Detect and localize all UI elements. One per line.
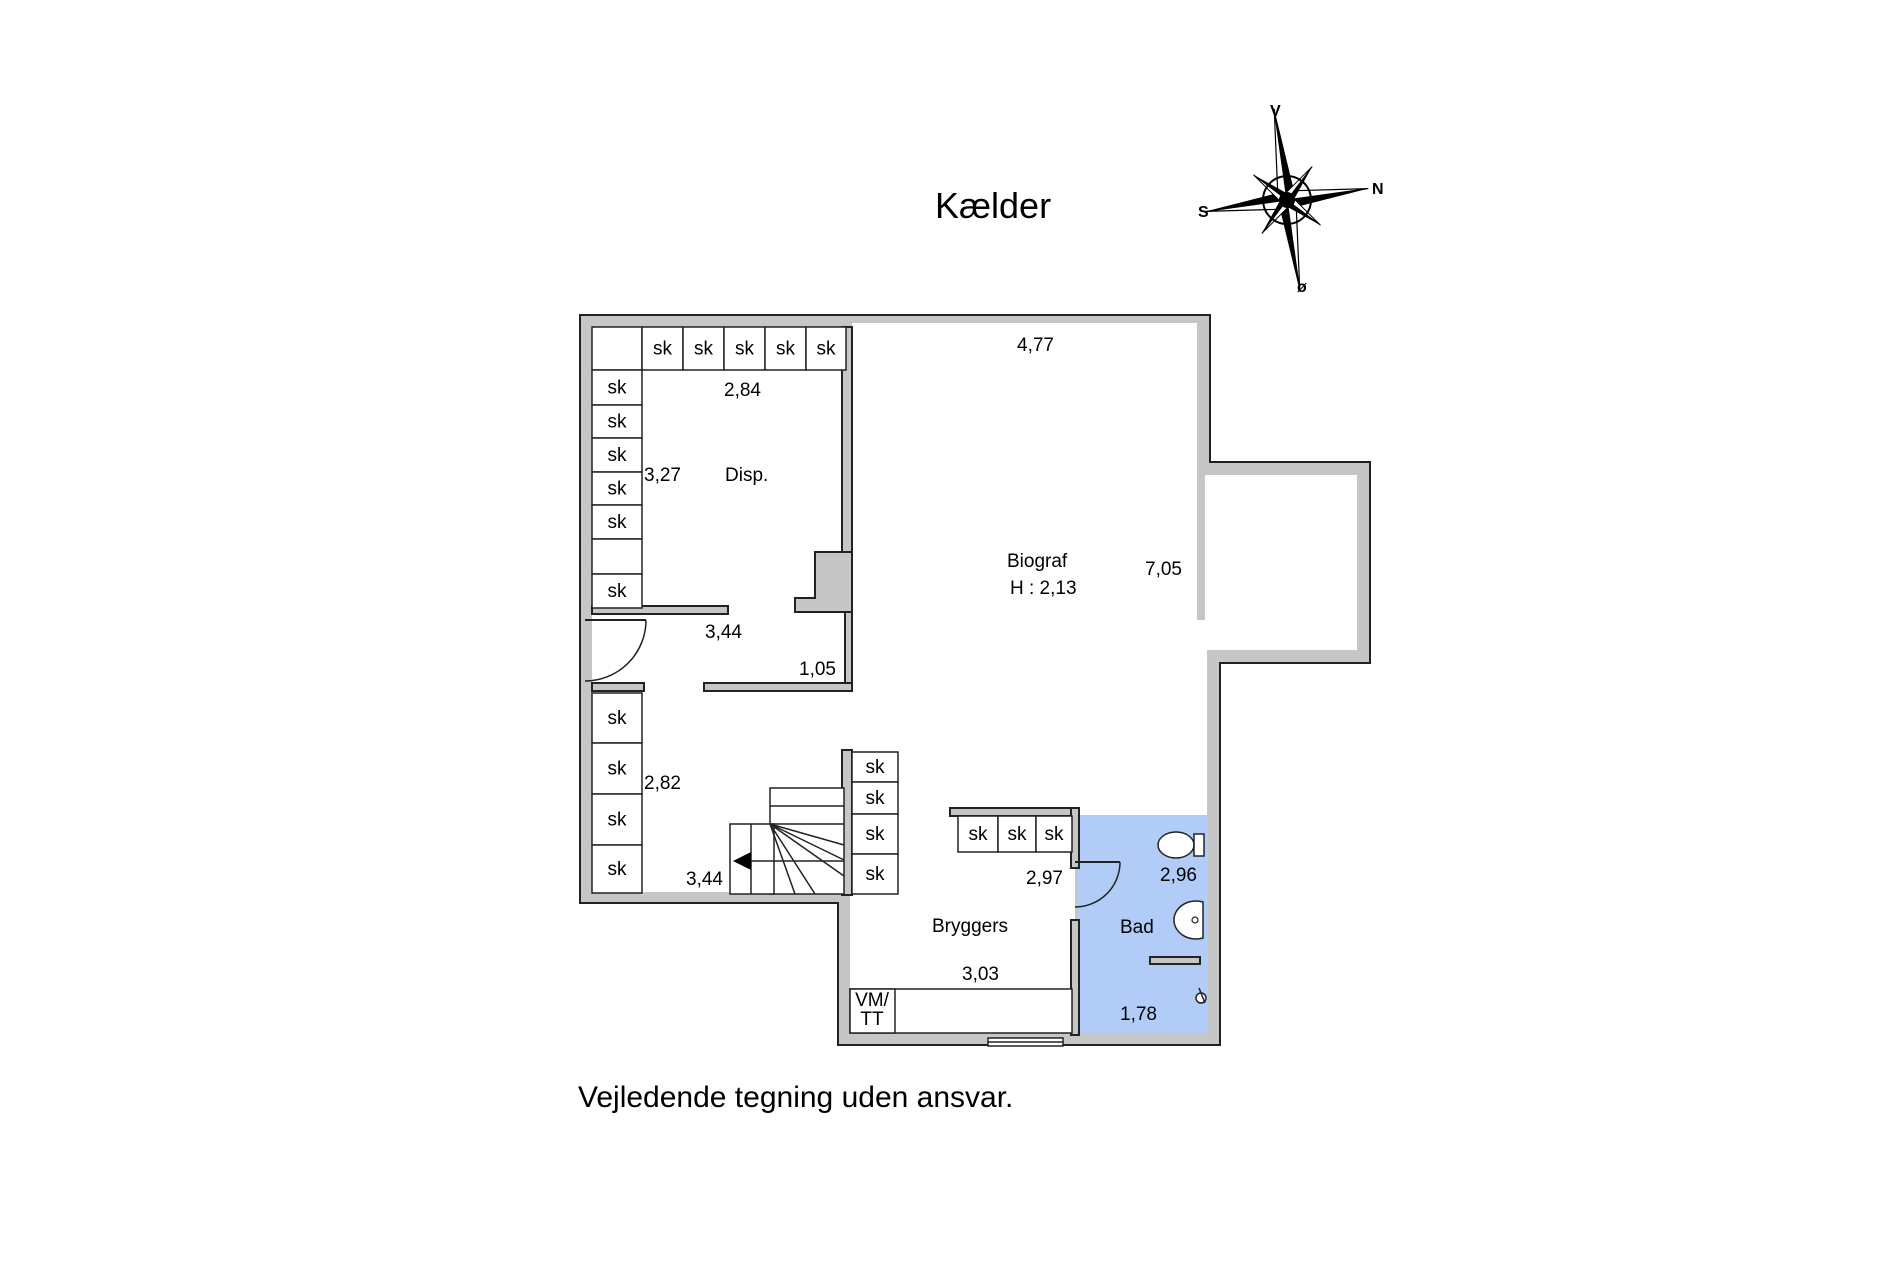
toilet-icon bbox=[1157, 831, 1205, 859]
sink-icon bbox=[1173, 900, 1204, 940]
bad-length: 2,96 bbox=[1160, 865, 1197, 886]
cabinet-label: sk bbox=[608, 708, 628, 729]
compass-bottom-label: ø bbox=[1297, 279, 1307, 296]
cabinet-cell bbox=[764, 326, 807, 371]
cabinet-label: sk bbox=[608, 445, 628, 466]
disclaimer: Vejledende tegning uden ansvar. bbox=[578, 1081, 1013, 1114]
bryggers-width: 3,03 bbox=[962, 964, 999, 985]
cabinet-cell bbox=[851, 781, 899, 815]
disp-length: 3,27 bbox=[644, 465, 681, 486]
cabinet-label: sk bbox=[694, 339, 714, 360]
cabinet-cell bbox=[591, 471, 643, 506]
cabinet-label: sk bbox=[608, 378, 628, 399]
cabinet-label: sk bbox=[817, 339, 837, 360]
compass-top-label: V bbox=[1270, 103, 1281, 120]
cabinet-cell bbox=[591, 326, 643, 371]
cabinet-label: sk bbox=[866, 757, 886, 778]
stair-room-width: 3,44 bbox=[686, 869, 723, 890]
cabinet-label: sk bbox=[866, 824, 886, 845]
cabinet-label: sk bbox=[653, 339, 673, 360]
cabinet-cell bbox=[1035, 815, 1073, 853]
cabinet-cell bbox=[591, 369, 643, 406]
compass-rose-icon bbox=[1205, 108, 1369, 292]
disp-name: Disp. bbox=[725, 465, 768, 486]
cabinet-label: sk bbox=[608, 810, 628, 831]
cabinet-label: sk bbox=[969, 824, 989, 845]
wall-bad-partition bbox=[1149, 956, 1201, 965]
wall-bryggers-north bbox=[949, 807, 1079, 817]
cabinet-cell bbox=[997, 815, 1037, 853]
disp-width: 2,84 bbox=[724, 380, 761, 401]
compass-right-label: N bbox=[1372, 181, 1384, 198]
tt-label: TT bbox=[860, 1009, 884, 1030]
cabinet-cell bbox=[591, 404, 643, 439]
cabinet-label: sk bbox=[1008, 824, 1028, 845]
cabinet-cell bbox=[591, 573, 643, 609]
cabinet-label: sk bbox=[735, 339, 755, 360]
bryggers-length: 2,97 bbox=[1026, 868, 1063, 889]
wall-stair-west bbox=[591, 682, 645, 692]
entry-depth: 1,05 bbox=[799, 659, 836, 680]
cabinet-cell bbox=[591, 692, 643, 744]
cabinet-cell bbox=[591, 844, 643, 894]
staircase[interactable] bbox=[729, 787, 845, 895]
bad-door-swing bbox=[1074, 861, 1121, 908]
vm-label: VM/ bbox=[855, 990, 890, 1011]
biograf-length: 7,05 bbox=[1145, 559, 1182, 580]
bryggers-name: Bryggers bbox=[932, 916, 1008, 937]
biograf-width: 4,77 bbox=[1017, 335, 1054, 356]
cabinet-cell bbox=[957, 815, 999, 853]
cabinet-label: sk bbox=[776, 339, 796, 360]
cabinet-cell bbox=[591, 504, 643, 540]
cabinet-label: sk bbox=[608, 479, 628, 500]
cabinet-label: sk bbox=[608, 512, 628, 533]
cabinet-cell bbox=[682, 326, 725, 371]
cabinet-label: sk bbox=[866, 864, 886, 885]
wall-entry-east bbox=[844, 611, 853, 689]
cabinet-label: sk bbox=[866, 788, 886, 809]
cabinet-label: sk bbox=[608, 581, 628, 602]
page-title: Kælder bbox=[935, 185, 1051, 226]
shower-icon bbox=[1195, 987, 1207, 1004]
cabinet-cell bbox=[591, 538, 643, 575]
biograf-name: Biograf bbox=[1007, 551, 1068, 572]
vm-tt-appliance bbox=[849, 988, 896, 1034]
floor-entry bbox=[592, 608, 852, 688]
entry-width: 3,44 bbox=[705, 622, 742, 643]
bad-width: 1,78 bbox=[1120, 1004, 1157, 1025]
stair-room-length: 2,82 bbox=[644, 773, 681, 794]
wall-bad-west-lower bbox=[1070, 919, 1080, 1036]
floor-biograf-east bbox=[1205, 475, 1357, 650]
cabinet-cell bbox=[641, 326, 684, 371]
stair-direction-arrow bbox=[733, 852, 751, 870]
wall-disp-south bbox=[591, 605, 729, 615]
cabinet-label: sk bbox=[1045, 824, 1065, 845]
floor-biograf bbox=[852, 323, 1197, 623]
cabinet-label: sk bbox=[608, 412, 628, 433]
floor-biograf-south bbox=[852, 620, 1207, 820]
entry-door-swing bbox=[584, 619, 647, 682]
biograf-height: H : 2,13 bbox=[1010, 578, 1077, 599]
cabinet-cell bbox=[851, 853, 899, 895]
compass-left-label: S bbox=[1198, 204, 1209, 221]
bad-name: Bad bbox=[1120, 917, 1154, 938]
wall-stair-north bbox=[703, 682, 853, 692]
cabinet-label: sk bbox=[608, 859, 628, 880]
wall-pier bbox=[794, 551, 853, 613]
cabinet-label: sk bbox=[608, 759, 628, 780]
cabinet-cell bbox=[805, 326, 847, 371]
